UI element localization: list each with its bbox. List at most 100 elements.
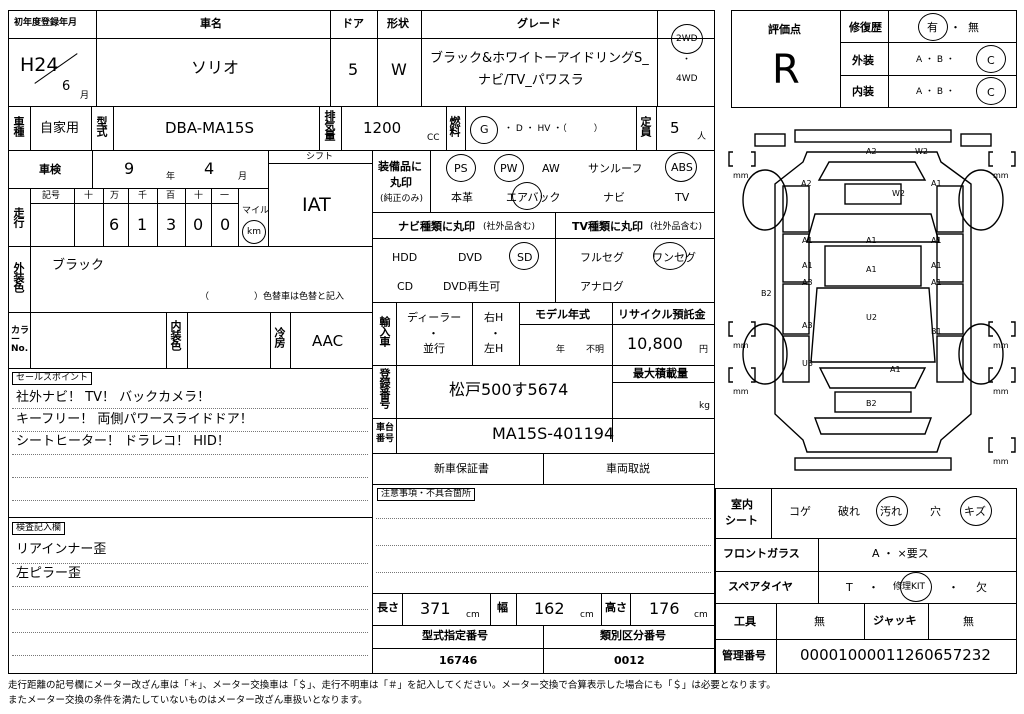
equip-pw: PW [500, 162, 518, 175]
score-value: R [772, 47, 800, 93]
glass-value: A ・ ×要ス [872, 547, 929, 560]
tv-label: TV種類に丸印 [572, 220, 644, 233]
mileage-label: 走行 [12, 207, 25, 227]
exterior-color-note: （ ）色替車は色替と記入 [200, 292, 345, 302]
damage-mark: A1 [931, 261, 942, 270]
import-dot-2: ・ [490, 327, 501, 340]
score-label: 評価点 [768, 23, 801, 36]
spare-none: 欠 [976, 581, 987, 594]
exterior-color-value: ブラック [52, 258, 105, 273]
tv-analog: アナログ [580, 280, 624, 293]
chassis-label: 車台番号 [376, 423, 395, 444]
ac-label: 冷房 [273, 327, 286, 347]
damage-mark: A2 [866, 147, 877, 156]
seat-stain-circle [876, 496, 908, 526]
caution-label: 注意事項・不具合箇所 [377, 488, 476, 501]
seat-stain: 汚れ [880, 505, 902, 518]
shape-value: W [391, 60, 407, 79]
drive-2wd: 2WD [676, 34, 698, 44]
inspection-year: 9 [124, 159, 135, 178]
equip-aw: AW [542, 162, 560, 175]
displacement-value: 1200 [363, 119, 402, 137]
displacement-label: 排気量 [323, 110, 336, 140]
evaluation-box [731, 10, 1017, 108]
mileage-digit-4: 0 [193, 215, 204, 234]
tv-label-small: (社外品含む) [650, 222, 703, 232]
equipment-label-2: 丸印 [390, 176, 412, 189]
inspection-year-unit: 年 [166, 172, 176, 182]
tv-oneseg-circle [653, 242, 687, 270]
damage-mark: B1 [931, 327, 942, 336]
mileage-col-5: 十 [194, 191, 204, 201]
nav-hdd: HDD [392, 251, 418, 264]
capacity-unit: 人 [697, 132, 707, 142]
capacity-value: 5 [670, 119, 680, 137]
spare-dot-1: ・ [868, 581, 879, 594]
first-reg-month-unit: 月 [80, 91, 90, 101]
mgmt-value: 00001000011260657232 [800, 646, 991, 664]
plate-value: 松戸500す5674 [449, 380, 569, 399]
length-unit: cm [466, 610, 480, 620]
model-year-unknown: 不明 [586, 345, 605, 355]
repair-yes: 有 [927, 21, 938, 34]
drive-4wd: 4WD [676, 74, 698, 84]
equip-airbag: エアバック [506, 191, 561, 204]
footer-line-2: またメーター交換の条件を満たしていないものはメーター改ざん車扱いとなります。 [8, 695, 368, 706]
nav-dvd-play: DVD再生可 [443, 280, 501, 293]
max-load-label: 最大積載量 [633, 367, 688, 380]
import-dot: ・ [428, 327, 439, 340]
equip-leather: 本革 [451, 191, 473, 204]
inspection-label: 車検 [39, 163, 61, 176]
seat-label-1: 室内 [731, 498, 753, 511]
damage-mark: B2 [866, 399, 877, 408]
car-damage-diagram: mm mm mm mm mm mm mm A2 W2 A2 W2 A1 A1 A… [728, 129, 1016, 471]
mileage-col-1: 十 [84, 191, 94, 201]
nav-sd-circle [509, 242, 539, 270]
equip-ps: PS [454, 162, 468, 175]
interior-c-circle [976, 77, 1006, 105]
usage-value: 自家用 [40, 121, 80, 136]
width-unit: cm [580, 610, 594, 620]
mm-label: mm [993, 457, 1009, 466]
damage-mark: W2 [915, 147, 928, 156]
equip-abs-circle [665, 152, 697, 182]
nav-sd: SD [517, 251, 533, 264]
damage-mark: A3 [802, 321, 813, 330]
repair-label: 修復歴 [849, 21, 882, 34]
mm-label: mm [993, 341, 1009, 350]
fuel-g-circle [470, 116, 498, 144]
drive-dot: ・ [682, 55, 692, 65]
mm-label: mm [733, 171, 749, 180]
fuel-g: G [480, 123, 489, 136]
height-unit: cm [694, 610, 708, 620]
usage-label: 車種 [12, 116, 25, 136]
doors-label: ドア [342, 17, 364, 30]
grade-label: グレード [517, 17, 561, 30]
shift-value: IAT [302, 194, 331, 216]
shift-label: シフト [306, 152, 334, 162]
fuel-rest: ・ D ・ HV ・（ ） [504, 124, 603, 134]
mileage-col-0: 記号 [42, 191, 61, 201]
damage-mark: A1 [866, 236, 877, 245]
width-value: 162 [534, 599, 565, 618]
interior-table [715, 488, 1017, 674]
inspector-note-line-2: 左ピラー歪 [16, 566, 82, 581]
mm-label: mm [993, 387, 1009, 396]
mileage-col-6: 一 [220, 191, 230, 201]
sales-point-line-2: キーフリー！ 両側パワースライドドア！ [16, 412, 253, 427]
type-no-value: 16746 [439, 654, 478, 667]
damage-mark: A1 [931, 179, 942, 188]
interior-color-label: 内装色 [169, 320, 182, 350]
interior-grade-c: C [987, 86, 995, 99]
spare-t: T [846, 581, 853, 594]
nav-cd: CD [397, 280, 414, 293]
length-label: 長さ [377, 601, 399, 614]
model-label: 型式 [95, 116, 108, 136]
exterior-c-circle [976, 45, 1006, 73]
fuel-label: 燃料 [448, 116, 461, 136]
width-label: 幅 [497, 601, 508, 614]
jack-label: ジャッキ [873, 614, 917, 627]
equip-ps-circle [446, 154, 476, 182]
interior-grade-label: 内装 [852, 85, 874, 98]
nav-label-small: (社外品含む) [483, 222, 536, 232]
